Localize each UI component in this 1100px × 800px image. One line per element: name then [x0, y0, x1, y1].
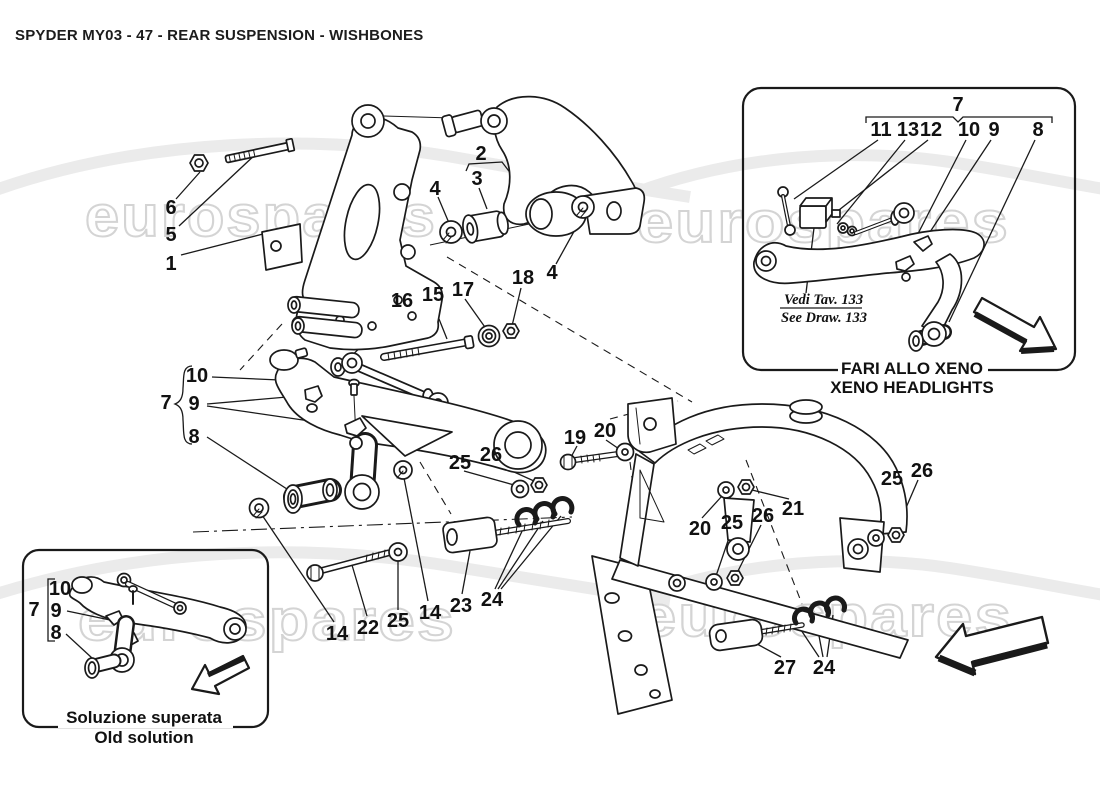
- part-label-9: 9: [50, 600, 61, 622]
- arrow-sw-icon: [190, 654, 251, 696]
- part-label-8: 8: [1032, 119, 1043, 141]
- part-label-4: 4: [429, 178, 441, 200]
- part-label-18: 18: [512, 267, 534, 289]
- part-label-25: 25: [449, 452, 471, 474]
- part-label-5: 5: [165, 224, 176, 246]
- part-label-27: 27: [774, 657, 796, 679]
- part-label-11: 11: [870, 119, 891, 141]
- xeno-caption-en: XENO HEADLIGHTS: [830, 378, 993, 397]
- part-label-14: 14: [326, 623, 349, 645]
- part-label-20: 20: [689, 518, 711, 540]
- part-label-10: 10: [186, 365, 208, 387]
- arrow-left-icon: [934, 615, 1050, 677]
- part-label-7: 7: [160, 392, 171, 414]
- page-title: SPYDER MY03 - 47 - REAR SUSPENSION - WIS…: [15, 27, 423, 44]
- group-brace-7: [173, 365, 193, 445]
- part-label-22: 22: [357, 617, 379, 639]
- frame-bolt-19: [559, 442, 635, 471]
- part-label-14: 14: [419, 602, 442, 624]
- upper-wishbone: [439, 95, 646, 244]
- part-label-2: 2: [475, 143, 486, 165]
- part-label-12: 12: [920, 119, 942, 141]
- xeno-caption-it: FARI ALLO XENO: [841, 359, 983, 378]
- part-label-10: 10: [49, 578, 71, 600]
- part-label-25: 25: [387, 610, 409, 632]
- note-it: Vedi Tav. 133: [784, 292, 863, 308]
- group-bracket-7-old: [47, 578, 55, 642]
- part-label-9: 9: [188, 393, 199, 415]
- old-solution-inset: Soluzione superata Old solution: [21, 548, 270, 747]
- part-label-7: 7: [28, 599, 39, 621]
- old-caption-it: Soluzione superata: [66, 708, 222, 727]
- lower-wishbone: [248, 347, 547, 519]
- part-label-24: 24: [813, 657, 836, 679]
- bolt-and-nut: [189, 137, 296, 172]
- part-label-25: 25: [721, 512, 743, 534]
- old-caption-en: Old solution: [94, 728, 193, 747]
- part-label-13: 13: [897, 119, 919, 141]
- part-label-17: 17: [452, 279, 474, 301]
- part-label-24: 24: [481, 589, 504, 611]
- xeno-headlights-inset: Vedi Tav. 133 See Draw. 133 FARI ALLO XE…: [741, 86, 1077, 397]
- arrow-se-icon: [972, 296, 1058, 354]
- part-label-10: 10: [958, 119, 980, 141]
- part-label-9: 9: [988, 119, 999, 141]
- tensioner-and-clips: [708, 595, 847, 652]
- part-label-1: 1: [165, 253, 176, 275]
- part-label-19: 19: [564, 427, 586, 449]
- part-label-4: 4: [546, 262, 558, 284]
- part-label-25: 25: [881, 468, 903, 490]
- note-en: See Draw. 133: [781, 310, 867, 326]
- part-label-8: 8: [188, 426, 199, 448]
- xeno-wishbone-art: [753, 186, 985, 352]
- part-label-6: 6: [165, 197, 176, 219]
- bracket-part: [261, 104, 444, 351]
- part-label-15: 15: [422, 284, 444, 306]
- part-label-26: 26: [480, 444, 502, 466]
- old-wishbone-art: [68, 572, 247, 679]
- rear-subframe: [591, 397, 909, 715]
- part-label-3: 3: [471, 168, 482, 190]
- part-label-20: 20: [594, 420, 616, 442]
- part-label-21: 21: [782, 498, 804, 520]
- adjuster-and-clips: [442, 477, 575, 554]
- part-label-26: 26: [752, 505, 774, 527]
- group-bracket-7: [865, 116, 1053, 123]
- part-label-7: 7: [952, 94, 963, 116]
- link-bolt-washer-nut: [380, 323, 520, 361]
- bolt-22-washer-25: [306, 542, 408, 582]
- part-label-8: 8: [50, 622, 61, 644]
- part-label-16: 16: [391, 290, 413, 312]
- part-label-23: 23: [450, 595, 472, 617]
- part-label-26: 26: [911, 460, 933, 482]
